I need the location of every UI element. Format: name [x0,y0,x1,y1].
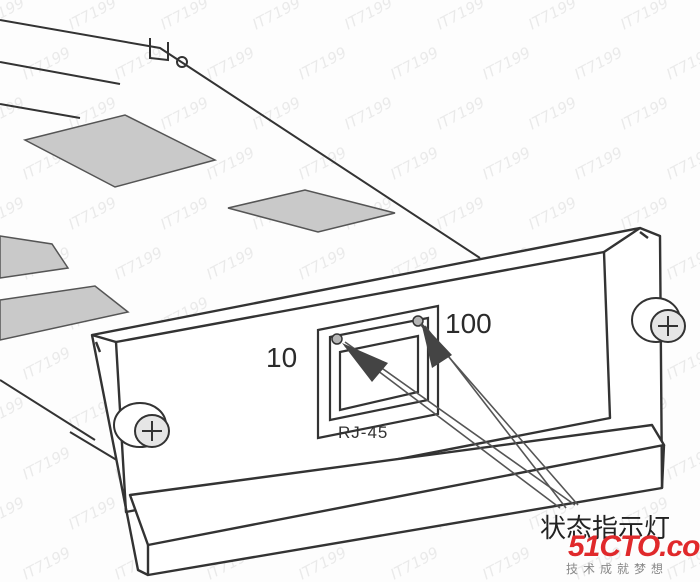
rj45-label: RJ-45 [338,423,389,442]
watermark-tile: IT7199 [433,193,487,233]
watermark-tile: IT7199 [571,143,625,183]
watermark-tile: IT7199 [525,0,579,34]
watermark-tile: IT7199 [157,0,211,34]
watermark-tile: IT7199 [617,193,671,233]
circuit-board [0,19,481,463]
watermark-tile: IT7199 [479,43,533,83]
arrow-head-10 [342,343,388,382]
watermark-tile: IT7199 [0,0,28,34]
watermark-tile: IT7199 [479,543,533,582]
watermark-tile: IT7199 [571,43,625,83]
watermark-tile: IT7199 [203,243,257,283]
watermark-tile: IT7199 [617,93,671,133]
watermark-tile: IT7199 [479,143,533,183]
watermark-slogan: 技术成就梦想 [566,562,669,576]
watermark-tile: IT7199 [663,343,700,383]
watermark-tile: IT7199 [203,143,257,183]
watermark-tile: IT7199 [19,543,73,582]
watermark-tile: IT7199 [157,193,211,233]
watermark-tile: IT7199 [663,243,700,283]
watermark-tile: IT7199 [0,93,28,133]
watermark-tile: IT7199 [0,193,28,233]
watermark-tile: IT7199 [295,43,349,83]
watermark-tile: IT7199 [0,393,28,433]
watermark-tile: IT7199 [249,93,303,133]
chip-pad-1 [22,114,218,188]
led-10-label: 10 [266,342,298,373]
watermark-tile: IT7199 [387,43,441,83]
watermark-tile: IT7199 [19,443,73,483]
watermark-tile: IT7199 [295,243,349,283]
watermark-tile: IT7199 [65,493,119,533]
watermark-tile: IT7199 [433,93,487,133]
watermark-tile: IT7199 [617,0,671,34]
watermark-tile: IT7199 [295,143,349,183]
watermark-tile: IT7199 [19,43,73,83]
board-chip-pads [0,114,396,341]
watermark-tile: IT7199 [663,143,700,183]
watermark-tile: IT7199 [525,193,579,233]
status-indicator-label: 状态指示灯 [540,513,671,543]
watermark-tile: IT7199 [249,0,303,34]
watermark-tile: IT7199 [341,0,395,34]
arrow-head-100 [421,322,452,368]
thumbscrew-left [113,402,170,448]
watermark-tile: IT7199 [341,93,395,133]
led-100-label: 100 [445,308,492,339]
watermark-tile: IT7199 [0,493,28,533]
watermark-tile: IT7199 [387,543,441,582]
led-100-indicator [412,315,424,327]
watermark-tile: IT7199 [19,343,73,383]
watermark-tile: IT7199 [65,0,119,34]
thumbscrew-right [631,297,686,343]
watermark-tile: IT7199 [111,243,165,283]
watermark-tile: IT7199 [525,93,579,133]
led-10-indicator [331,333,343,345]
watermark-tile: IT7199 [387,143,441,183]
watermark-logo: 51CTO.com [568,530,700,563]
chip-pad-4 [0,285,130,341]
watermark-tile: IT7199 [203,43,257,83]
watermark-tile: IT7199 [663,43,700,83]
chip-pad-3 [0,235,70,279]
watermark-tile: IT7199 [433,0,487,34]
watermark-tile: IT7199 [663,443,700,483]
watermark-tile: IT7199 [157,93,211,133]
watermark-tile: IT7199 [65,193,119,233]
chip-pad-2 [227,189,396,233]
watermark-tile: IT7199 [111,43,165,83]
